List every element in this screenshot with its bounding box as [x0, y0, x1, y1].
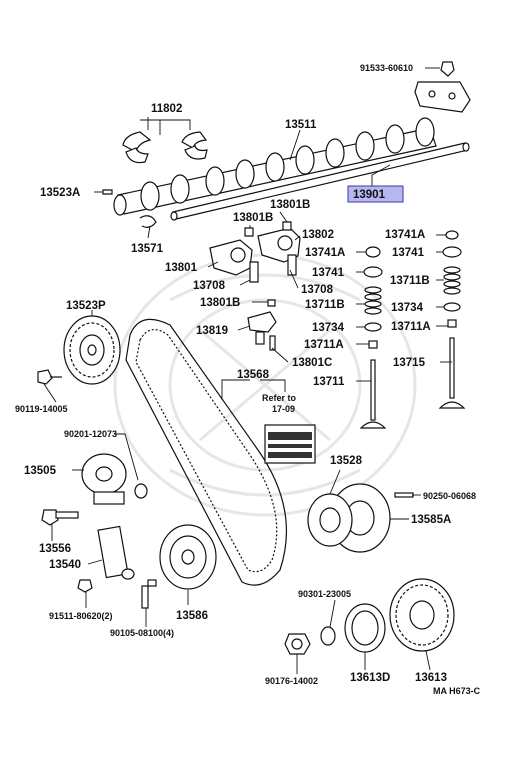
label-13613D[interactable]: 13613D: [350, 672, 390, 684]
label-13741A-b[interactable]: 13741A: [305, 247, 345, 259]
pin-90250-06068[interactable]: [394, 492, 414, 498]
label-13801B-c[interactable]: 13801B: [200, 297, 240, 309]
label-13613[interactable]: 13613: [415, 672, 447, 684]
label-13801C[interactable]: 13801C: [292, 357, 332, 369]
highlight-13901: [347, 185, 404, 203]
label-13556[interactable]: 13556: [39, 543, 71, 555]
label-13801[interactable]: 13801: [165, 262, 198, 274]
label-13711A-b[interactable]: 13711A: [304, 339, 344, 351]
crank-pulley-13586[interactable]: [159, 524, 217, 590]
label-90119-14005[interactable]: 90119-14005: [15, 404, 68, 414]
camshaft-13511[interactable]: [113, 117, 437, 216]
label-90301-23005[interactable]: 90301-23005: [298, 589, 351, 599]
rocker-13819[interactable]: [247, 299, 277, 351]
clip-13571[interactable]: [139, 215, 157, 228]
pin-13523A[interactable]: [102, 189, 113, 195]
label-13568[interactable]: 13568: [237, 369, 270, 381]
label-90176-14002[interactable]: 90176-14002: [265, 676, 318, 686]
label-90201-12073[interactable]: 90201-12073: [64, 429, 117, 439]
bolt-90176-14002[interactable]: [284, 633, 311, 655]
rocker-shaft-13901[interactable]: [170, 142, 470, 221]
label-13734-b[interactable]: 13734: [312, 322, 345, 334]
valve-13715[interactable]: [438, 337, 466, 409]
spring-13711B-left[interactable]: [364, 286, 382, 315]
oring-90301-23005[interactable]: [320, 626, 336, 646]
label-13540[interactable]: 13540: [49, 559, 81, 571]
nut-91511-80620[interactable]: [77, 579, 93, 593]
label-13801B-b[interactable]: 13801B: [270, 199, 310, 211]
rocker-arm-13801[interactable]: [209, 239, 259, 283]
reference-part-17-09: [264, 424, 316, 464]
label-90105-08100[interactable]: 90105-08100(4): [110, 628, 174, 638]
label-13585A[interactable]: 13585A: [411, 514, 451, 526]
label-13505[interactable]: 13505: [24, 465, 57, 477]
label-13802[interactable]: 13802: [302, 229, 334, 241]
label-13711B-b[interactable]: 13711B: [305, 299, 345, 311]
label-13901[interactable]: 13901: [353, 189, 386, 201]
leader-lines: [43, 67, 452, 674]
pulley-13585A[interactable]: [307, 483, 391, 553]
refer-to-line2[interactable]: 17-09: [272, 404, 295, 414]
label-13741A-a[interactable]: 13741A: [385, 229, 425, 241]
bolt-91533-60610[interactable]: [414, 61, 471, 113]
label-13571[interactable]: 13571: [131, 243, 164, 255]
label-13523A[interactable]: 13523A: [40, 187, 80, 199]
label-13801B-a[interactable]: 13801B: [233, 212, 273, 224]
refer-to-line1: Refer to: [262, 393, 297, 403]
timing-belt-13568[interactable]: [125, 318, 288, 586]
bolt-90105-08100[interactable]: [141, 579, 157, 609]
rocker-arm-13802[interactable]: [257, 227, 301, 276]
bolt-90119-14005[interactable]: [37, 369, 62, 385]
label-13708-a[interactable]: 13708: [193, 280, 226, 292]
bolt-13556[interactable]: [41, 509, 79, 526]
label-13528[interactable]: 13528: [330, 455, 363, 467]
label-13741[interactable]: 13741: [392, 247, 425, 259]
diagram-code: MA H673-C: [433, 686, 481, 696]
label-13586[interactable]: 13586: [176, 610, 208, 622]
label-13711B-a[interactable]: 13711B: [390, 275, 430, 287]
label-13711A-a[interactable]: 13711A: [391, 321, 431, 333]
label-13523P[interactable]: 13523P: [66, 300, 106, 312]
label-90250-06068[interactable]: 90250-06068: [423, 491, 476, 501]
label-13711[interactable]: 13711: [313, 376, 345, 388]
label-13819[interactable]: 13819: [196, 325, 228, 337]
label-13715[interactable]: 13715: [393, 357, 426, 369]
valve-components[interactable]: [359, 230, 466, 429]
label-11802[interactable]: 11802: [151, 103, 182, 115]
label-13734-a[interactable]: 13734: [391, 302, 424, 314]
bearing-halves-11802[interactable]: [122, 131, 208, 164]
cam-pulley-13523P[interactable]: [63, 315, 121, 385]
label-13708-b[interactable]: 13708: [301, 284, 334, 296]
label-91511-80620[interactable]: 91511-80620(2): [49, 611, 113, 621]
part-labels: 91533-60610 11802 13511 13523A 13901 135…: [15, 63, 481, 696]
valve-13711[interactable]: [359, 359, 387, 429]
spring-13540[interactable]: [97, 525, 135, 580]
gear-13613[interactable]: [389, 578, 455, 652]
label-13741-b[interactable]: 13741: [312, 267, 345, 279]
seal-13613D[interactable]: [344, 603, 386, 653]
spacer-90201-12073[interactable]: [134, 483, 148, 499]
tensioner-13505[interactable]: [81, 453, 127, 505]
label-91533-60610[interactable]: 91533-60610: [360, 63, 413, 73]
spring-13711B-right[interactable]: [443, 266, 461, 295]
label-13511[interactable]: 13511: [285, 119, 317, 131]
